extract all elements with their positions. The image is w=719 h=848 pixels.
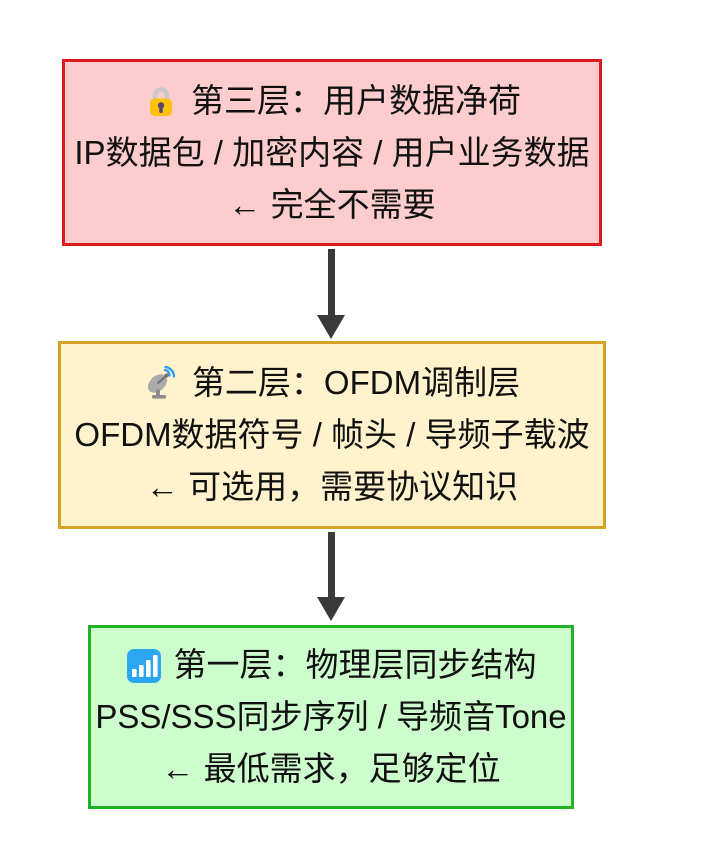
layer-2-title: 第二层：OFDM调制层 bbox=[191, 364, 521, 401]
layer-2-node: 第二层：OFDM调制层 OFDM数据符号 / 帧头 / 导频子载波 ← 可选用，… bbox=[58, 341, 606, 529]
layer-2-title-row: 第二层：OFDM调制层 bbox=[144, 357, 520, 409]
lock-icon bbox=[143, 83, 179, 119]
layer-3-node: 第三层：用户数据净荷 IP数据包 / 加密内容 / 用户业务数据 ← 完全不需要 bbox=[62, 59, 602, 246]
layer-2-note: ← 可选用，需要协议知识 bbox=[145, 468, 519, 505]
arrow-layer3-to-layer2-head bbox=[317, 315, 345, 339]
layer-1-note: ← 最低需求，足够定位 bbox=[161, 750, 501, 787]
layer-2-content: OFDM数据符号 / 帧头 / 导频子载波 bbox=[74, 416, 590, 453]
layer-1-title: 第一层：物理层同步结构 bbox=[173, 646, 537, 683]
signal-bars-icon bbox=[126, 647, 162, 683]
layer-3-note: ← 完全不需要 bbox=[228, 185, 436, 223]
satellite-dish-icon bbox=[144, 365, 180, 401]
layer-3-title: 第三层：用户数据净荷 bbox=[191, 81, 521, 119]
layer-1-title-row: 第一层：物理层同步结构 bbox=[126, 639, 537, 691]
arrow-layer2-to-layer1-line bbox=[328, 532, 335, 598]
arrow-layer2-to-layer1-head bbox=[317, 597, 345, 621]
layer-1-node: 第一层：物理层同步结构 PSS/SSS同步序列 / 导频音Tone ← 最低需求… bbox=[88, 625, 574, 809]
arrow-layer3-to-layer2-line bbox=[328, 249, 335, 316]
layer-1-content: PSS/SSS同步序列 / 导频音Tone bbox=[95, 698, 567, 735]
layer-3-title-row: 第三层：用户数据净荷 bbox=[143, 75, 521, 127]
layer-3-content: IP数据包 / 加密内容 / 用户业务数据 bbox=[74, 133, 590, 171]
